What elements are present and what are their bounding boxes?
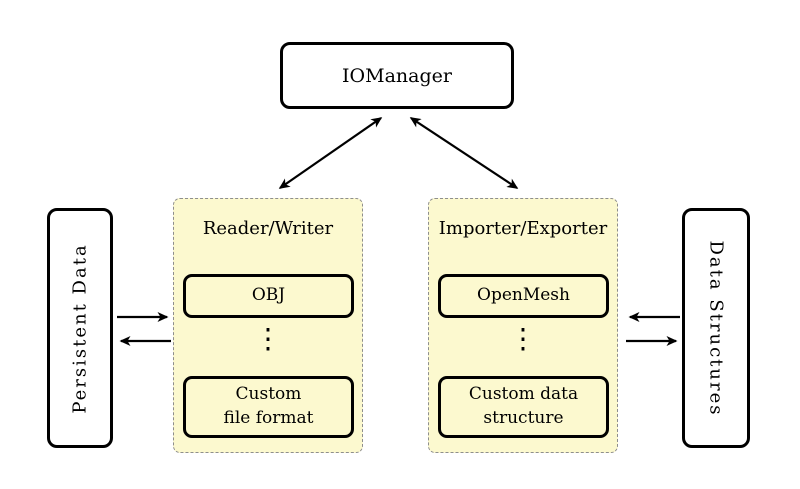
- iomanager-label: IOManager: [342, 64, 452, 87]
- custom-file-format-node: Custom file format: [183, 376, 354, 438]
- importer-exporter-title: Importer/Exporter: [438, 218, 608, 239]
- custom-data-structure-label: Custom data structure: [468, 384, 579, 428]
- custom-data-structure-node: Custom data structure: [438, 376, 609, 438]
- arrow-iomanager-reader-writer: [278, 117, 383, 189]
- importer-exporter-group: Importer/Exporter OpenMesh ⋮ Custom data…: [428, 198, 618, 453]
- custom-file-format-label: Custom file format: [223, 384, 314, 428]
- openmesh-node: OpenMesh: [438, 274, 609, 318]
- importer-exporter-ellipsis: ⋮: [509, 322, 537, 355]
- reader-writer-ellipsis: ⋮: [254, 322, 282, 355]
- openmesh-label: OpenMesh: [477, 285, 570, 306]
- iomanager-node: IOManager: [280, 42, 514, 109]
- obj-label: OBJ: [251, 285, 286, 306]
- data-structures-label: Data Structures: [705, 239, 727, 417]
- persistent-data-label: Persistent Data: [69, 242, 91, 414]
- reader-writer-title: Reader/Writer: [202, 218, 334, 239]
- persistent-data-node: Persistent Data: [47, 208, 113, 448]
- data-structures-node: Data Structures: [682, 208, 750, 448]
- obj-node: OBJ: [183, 274, 354, 318]
- arrow-iomanager-importer-exporter: [409, 117, 519, 189]
- reader-writer-group: Reader/Writer OBJ ⋮ Custom file format: [173, 198, 363, 453]
